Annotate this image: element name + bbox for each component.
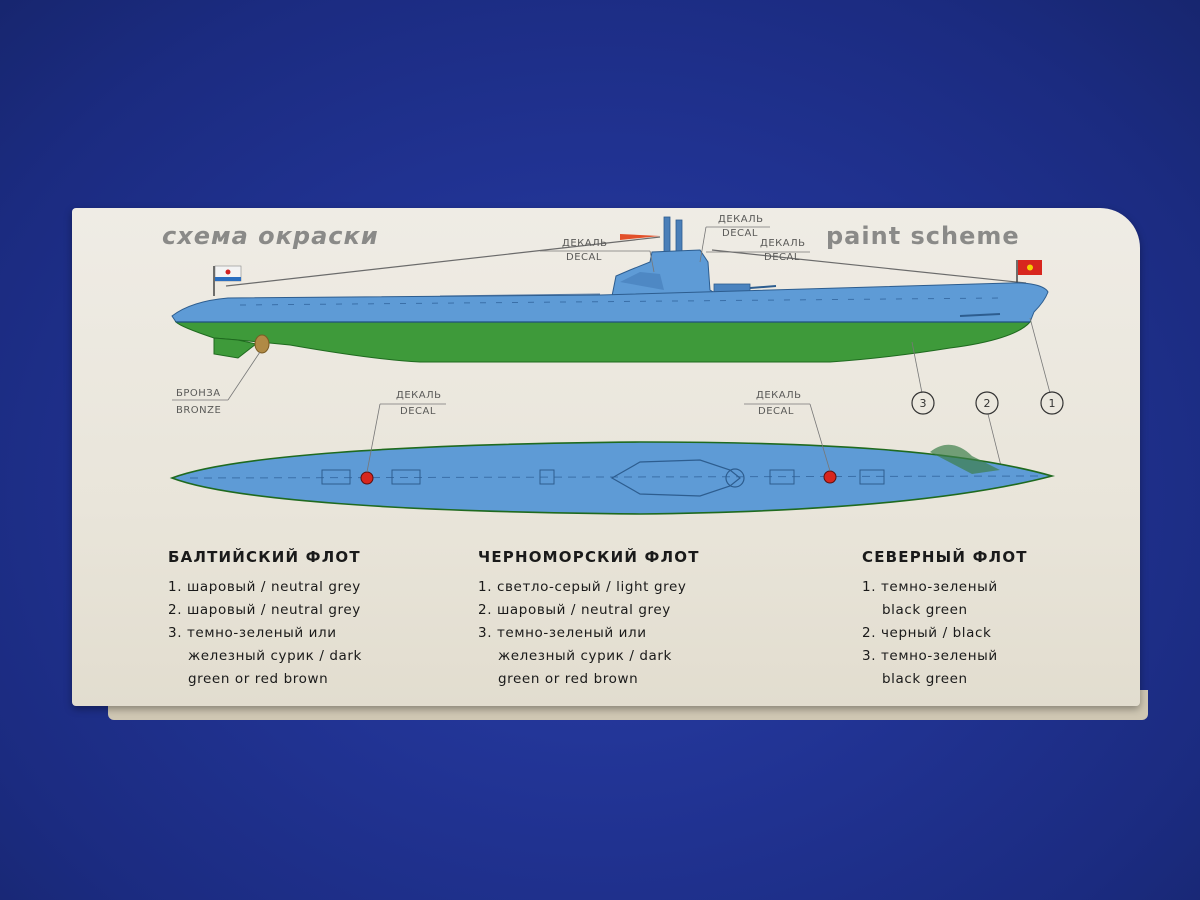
legend-line: black green — [882, 671, 968, 687]
baltic-fleet-legend: БАЛТИЙСКИЙ ФЛОТ 1. шаровый / neutral gre… — [168, 548, 362, 691]
legend-line: green or red brown — [498, 671, 639, 687]
legend-line: 2. черный / black — [862, 625, 992, 641]
callout-3: 3 — [911, 391, 935, 415]
hull-lower-green — [174, 321, 1032, 363]
decal-label-ru-3: ДЕКАЛЬ — [760, 238, 805, 249]
legend-line: green or red brown — [188, 671, 329, 687]
decal-label-ru-1: ДЕКАЛЬ — [562, 238, 607, 249]
top-view-annotations: ДЕКАЛЬ DECAL ДЕКАЛЬ DECAL — [366, 390, 831, 473]
legend-line: 1. шаровый / neutral grey — [168, 579, 361, 595]
hull-upper-grey — [171, 282, 1049, 323]
callout-3-label: 3 — [920, 397, 927, 410]
fleet-heading: БАЛТИЙСКИЙ ФЛОТ — [168, 548, 361, 566]
legend-line: железный сурик / dark — [188, 648, 362, 664]
conning-tower — [611, 249, 722, 297]
decal-star-bow-icon — [823, 470, 837, 484]
title-english: paint scheme — [826, 222, 1020, 250]
naval-flag-stern-icon — [213, 265, 242, 296]
legend-line: black green — [882, 602, 968, 618]
title-russian: схема окраски — [162, 222, 379, 250]
top-view-tower — [610, 459, 741, 497]
decal-label-ru-4: ДЕКАЛЬ — [396, 390, 441, 401]
callout-1: 1 — [1040, 391, 1064, 415]
top-view — [169, 441, 1056, 515]
antenna-wire-fore — [225, 236, 661, 287]
legend-line: 1. светло-серый / light grey — [478, 579, 687, 595]
pennant-icon — [620, 234, 660, 240]
decal-label-en-3: DECAL — [764, 252, 800, 263]
legend-line: 1. темно-зеленый — [862, 579, 998, 595]
antenna-wire-aft — [711, 249, 1027, 284]
fleet-heading: ЧЕРНОМОРСКИЙ ФЛОТ — [478, 548, 700, 566]
black-sea-fleet-legend: ЧЕРНОМОРСКИЙ ФЛОТ 1. светло-серый / ligh… — [478, 548, 700, 691]
callout-2-label: 2 — [984, 397, 991, 410]
decal-label-en-1: DECAL — [566, 252, 602, 263]
bronze-propeller-icon — [254, 334, 270, 354]
legend-line: 2. шаровый / neutral grey — [478, 602, 671, 618]
stern-rudder — [213, 337, 258, 359]
northern-fleet-legend: СЕВЕРНЫЙ ФЛОТ 1. темно-зеленый black gre… — [862, 548, 1028, 691]
decal-label-ru-5: ДЕКАЛЬ — [756, 390, 801, 401]
legend-line: 2. шаровый / neutral grey — [168, 602, 361, 618]
legend-line: 3. темно-зеленый или — [478, 625, 647, 641]
callout-2: 2 — [975, 391, 999, 415]
decal-label-ru-2: ДЕКАЛЬ — [718, 214, 763, 225]
fleet-heading: СЕВЕРНЫЙ ФЛОТ — [862, 548, 1028, 566]
bronze-label-en: BRONZE — [176, 405, 221, 416]
side-view-annotations: ДЕКАЛЬ DECAL ДЕКАЛЬ DECAL ДЕКАЛЬ DECAL Б… — [172, 214, 1051, 471]
legend-line: железный сурик / dark — [498, 648, 672, 664]
callout-1-label: 1 — [1049, 397, 1056, 410]
decal-star-stern-icon — [360, 471, 374, 485]
legend-line: 3. темно-зеленый — [862, 648, 998, 664]
side-view — [171, 216, 1049, 363]
decal-label-en-2: DECAL — [722, 228, 758, 239]
bronze-label-ru: БРОНЗА — [176, 388, 221, 399]
decal-label-en-4: DECAL — [400, 406, 436, 417]
decal-label-en-5: DECAL — [758, 406, 794, 417]
legend-line: 3. темно-зеленый или — [168, 625, 337, 641]
